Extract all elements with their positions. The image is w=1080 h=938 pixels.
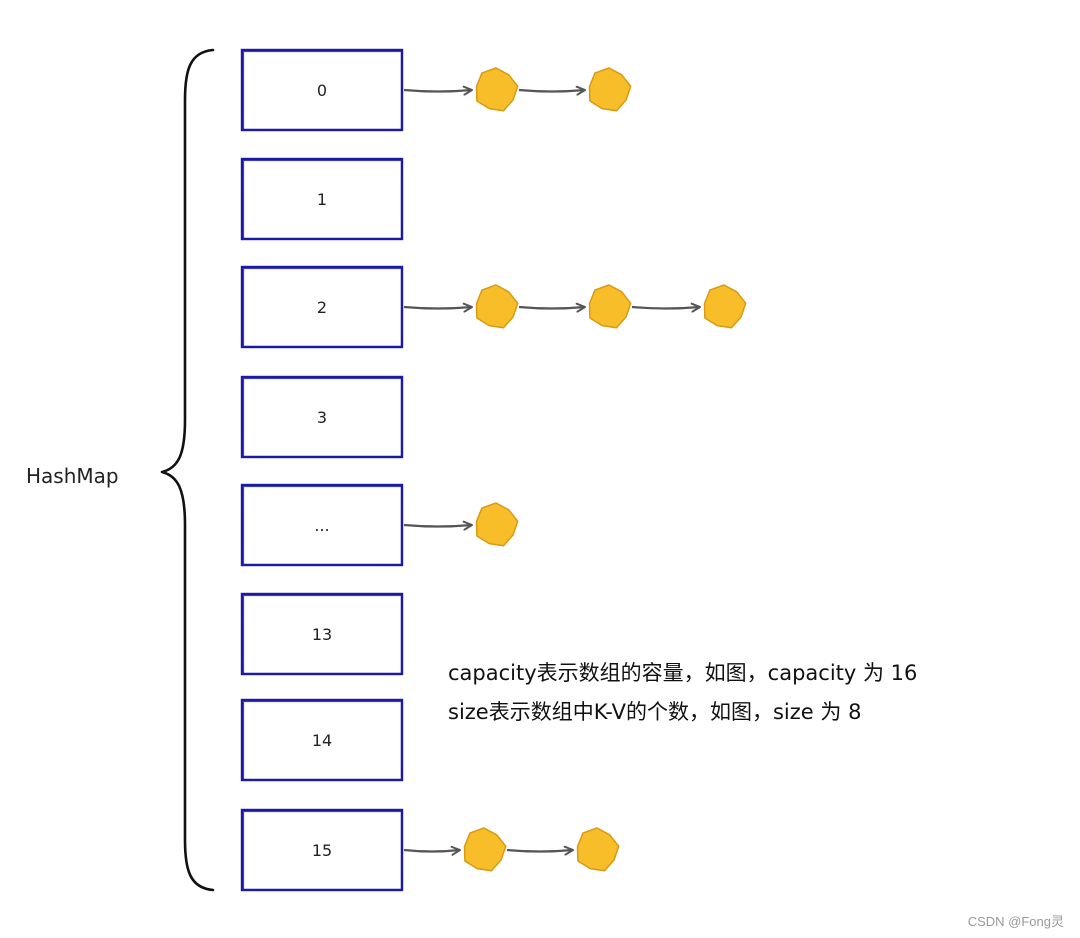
entry-node (463, 827, 507, 872)
bucket-box (240, 48, 404, 132)
link-arrow (518, 85, 586, 96)
bucket-box (240, 483, 404, 567)
bucket-label: 1 (317, 190, 327, 209)
bucket-label: 14 (312, 731, 332, 750)
bucket-label: 3 (317, 408, 327, 427)
bucket-label: 0 (317, 81, 327, 100)
bucket-label: 13 (312, 625, 332, 644)
size-note: size表示数组中K-V的个数，如图，size 为 8 (448, 700, 861, 724)
bucket-box (240, 157, 404, 241)
link-arrow (403, 302, 473, 313)
bucket-array: 0 1 2 3... 13 14 15 (240, 48, 747, 892)
bucket-3: 3 (240, 375, 404, 459)
bucket-0: 0 (240, 48, 632, 132)
bucket-label: 2 (317, 298, 327, 317)
bucket-box-sketch (242, 50, 403, 131)
link-arrow (506, 845, 574, 856)
link-arrow (403, 85, 473, 96)
bucket-box-sketch (242, 810, 403, 891)
bucket-box (240, 375, 404, 459)
bucket-2: 2 (240, 265, 747, 349)
bucket-1: 1 (240, 157, 404, 241)
bucket-4: ... (240, 483, 519, 567)
entry-node (588, 67, 632, 112)
entry-node (475, 67, 519, 112)
bucket-box-sketch (242, 377, 403, 458)
hashmap-brace (160, 48, 215, 892)
bucket-label: 15 (312, 841, 332, 860)
entry-node (576, 827, 620, 872)
capacity-note: capacity表示数组的容量，如图，capacity 为 16 (448, 661, 917, 685)
watermark: CSDN @Fong灵 (968, 914, 1064, 929)
link-arrow (518, 302, 586, 313)
bucket-box-sketch (242, 159, 403, 240)
link-arrow (403, 845, 461, 856)
bucket-box-sketch (242, 594, 403, 675)
bucket-box (240, 808, 404, 892)
bucket-box (240, 698, 404, 782)
bucket-label: ... (314, 516, 329, 535)
link-arrow (403, 520, 473, 531)
bucket-7: 15 (240, 808, 620, 892)
bucket-box-sketch (242, 267, 403, 348)
entry-node (588, 284, 632, 329)
bucket-box (240, 592, 404, 676)
bucket-box (240, 265, 404, 349)
hashmap-label: HashMap (26, 464, 119, 488)
bucket-box-sketch (242, 700, 403, 781)
link-arrow (631, 302, 701, 313)
entry-node (475, 502, 519, 547)
bucket-6: 14 (240, 698, 404, 782)
entry-node (475, 284, 519, 329)
bucket-box-sketch (242, 485, 403, 566)
entry-node (703, 284, 747, 329)
bucket-5: 13 (240, 592, 404, 676)
